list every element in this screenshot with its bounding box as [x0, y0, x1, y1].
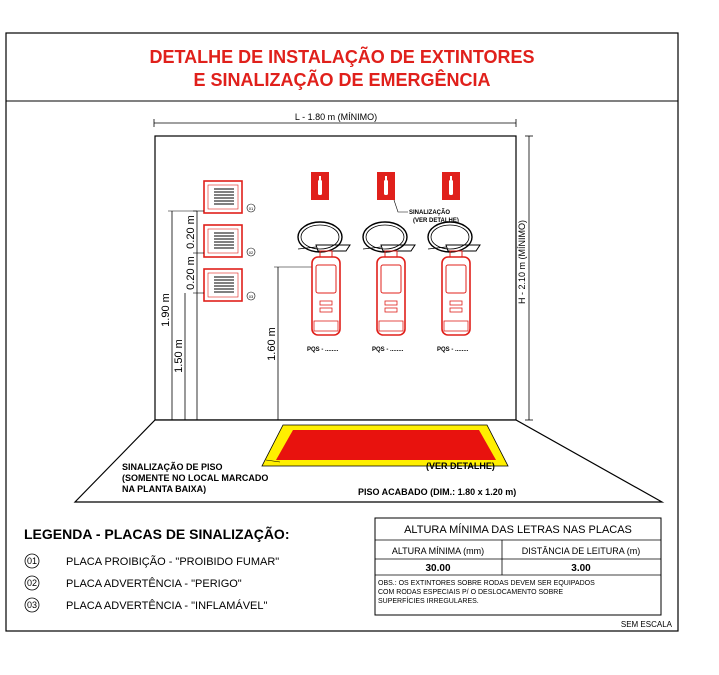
obs-line-3: SUPERFÍCIES IRREGULARES.	[378, 596, 479, 605]
scale-note: SEM ESCALA	[621, 620, 673, 629]
extinguisher-label-2: PQS - ........	[372, 347, 404, 353]
obs-line-1: OBS.: OS EXTINTORES SOBRE RODAS DEVEM SE…	[378, 580, 595, 587]
sign-panel-03	[203, 268, 243, 302]
sign-badge-01: 01	[249, 206, 254, 211]
extinguisher-sign-3	[442, 172, 460, 200]
sign-bottom-height-label: 1.50 m	[173, 339, 185, 373]
signage-callout-line-2: (VER DETALHE)	[413, 218, 459, 224]
legend-title: LEGENDA - PLACAS DE SINALIZAÇÃO:	[24, 525, 289, 542]
finished-floor-label: PISO ACABADO (DIM.: 1.80 x 1.20 m)	[358, 487, 516, 497]
sign-spacing-1-label: 0.20 m	[185, 215, 197, 249]
floor-detail-ref: (VER DETALHE)	[426, 461, 495, 471]
letters-table: ALTURA MÍNIMA DAS LETRAS NAS PLACAS ALTU…	[374, 517, 662, 616]
sign-top-height-label: 1.90 m	[160, 293, 172, 327]
sign-spacing-2-label: 0.20 m	[185, 256, 197, 290]
height-dimension-label: H - 2.10 m (MÍNIMO)	[517, 220, 527, 304]
title-line-2: E SINALIZAÇÃO DE EMERGÊNCIA	[193, 69, 490, 90]
legend-item-02: PLACA ADVERTÊNCIA - "PERIGO"	[66, 577, 242, 590]
sign-panel-02	[203, 224, 243, 258]
letters-col2-header: DISTÂNCIA DE LEITURA (m)	[522, 546, 641, 556]
extinguisher-label-1: PQS - ........	[307, 347, 339, 353]
legend-num-01: 01	[27, 556, 37, 566]
letters-col1-value: 30.00	[425, 563, 450, 574]
title-line-1: DETALHE DE INSTALAÇÃO DE EXTINTORES	[149, 46, 534, 67]
floor-signage-line-2: (SOMENTE NO LOCAL MARCADO	[122, 473, 268, 483]
floor-signage-line-3: NA PLANTA BAIXA)	[122, 484, 206, 494]
legend-item-03: PLACA ADVERTÊNCIA - "INFLAMÁVEL"	[66, 599, 267, 612]
sheet-border	[5, 32, 679, 632]
legend-num-02: 02	[27, 578, 37, 588]
signage-callout-line-1: SINALIZAÇÃO	[409, 209, 450, 216]
sign-badge-03: 03	[249, 294, 254, 299]
letters-table-title: ALTURA MÍNIMA DAS LETRAS NAS PLACAS	[404, 523, 632, 536]
extinguisher-label-3: PQS - ........	[437, 347, 469, 353]
legend-item-01: PLACA PROIBIÇÃO - "PROIBIDO FUMAR"	[66, 555, 279, 568]
floor-signage-inner	[276, 430, 496, 460]
width-dimension-label: L - 1.80 m (MÍNIMO)	[295, 112, 377, 122]
extinguisher-sign-2	[377, 172, 395, 200]
extinguisher-height-label: 1.60 m	[266, 327, 278, 361]
floor-signage-line-1: SINALIZAÇÃO DE PISO	[122, 462, 223, 472]
sign-panel-01	[203, 180, 243, 214]
legend-num-03: 03	[27, 600, 37, 610]
extinguisher-sign-1	[311, 172, 329, 200]
obs-line-2: COM RODAS ESPECIAIS P/ O DESLOCAMENTO SO…	[378, 589, 563, 596]
letters-col2-value: 3.00	[571, 563, 591, 574]
letters-col1-header: ALTURA MÍNIMA (mm)	[392, 546, 484, 556]
sign-badge-02: 02	[249, 250, 254, 255]
